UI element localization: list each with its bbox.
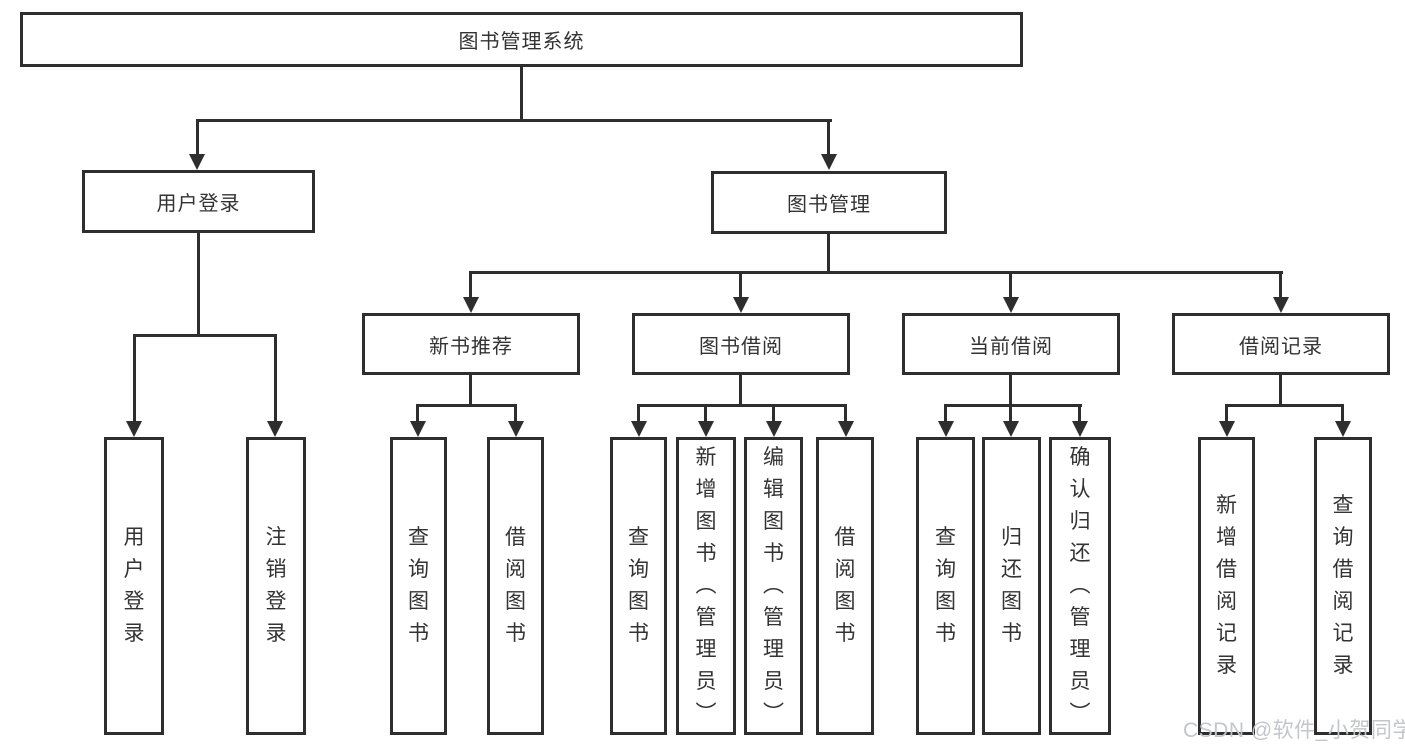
leaf-logout-label: 注 销 登 录 — [265, 526, 287, 645]
connector-drop-leaf — [274, 334, 277, 423]
connector-section-bar — [1225, 404, 1344, 407]
watermark: CSDN @软件_小贺同学 — [1183, 719, 1405, 742]
node-root-label: 图书管理系统 — [458, 31, 585, 53]
leaf-add-borrow-record: 新 增 借 阅 记 录 — [1198, 437, 1255, 735]
leaf-query-books-current: 查 询 图 书 — [916, 437, 975, 735]
leaf-logout: 注 销 登 录 — [246, 437, 306, 735]
connector-drop-user-login — [196, 119, 199, 156]
node-current-borrow-label: 当前借阅 — [969, 335, 1053, 358]
arrow-down-icon — [189, 154, 205, 170]
connector-drop-section — [1009, 271, 1012, 299]
connector-drop-book-management — [827, 119, 830, 156]
connector-book-management-bar — [469, 271, 1283, 274]
leaf-borrow-books-recommend: 借 阅 图 书 — [487, 437, 544, 735]
node-new-book-recommend: 新书推荐 — [362, 313, 580, 375]
leaf-query-books-recommend-label: 查 询 图 书 — [408, 526, 429, 645]
connector-drop-leaf — [1225, 404, 1228, 423]
connector-user-login-stem — [197, 233, 200, 336]
leaf-borrow-books-recommend-label: 借 阅 图 书 — [505, 526, 526, 645]
arrow-down-icon — [463, 297, 479, 313]
leaf-query-borrow-record-label: 查 询 借 阅 记 录 — [1332, 494, 1354, 677]
connector-drop-leaf — [772, 404, 775, 423]
connector-root-bar — [196, 119, 832, 122]
connector-drop-leaf — [844, 404, 847, 423]
node-borrow-record-label: 借阅记录 — [1239, 335, 1323, 358]
connector-user-login-bar — [133, 334, 277, 337]
leaf-query-books-current-label: 查 询 图 书 — [935, 526, 956, 645]
connector-section-stem — [739, 375, 742, 406]
arrow-down-icon — [1273, 297, 1289, 313]
leaf-edit-book-admin: 编 辑 图 书 ︵ 管 理 员 ︶ — [744, 437, 803, 735]
arrow-down-icon — [1219, 421, 1235, 437]
node-user-login: 用户登录 — [82, 170, 315, 233]
connector-drop-leaf — [1341, 404, 1344, 423]
leaf-return-book-label: 归 还 图 书 — [1001, 526, 1022, 645]
node-book-management: 图书管理 — [711, 171, 947, 234]
arrow-down-icon — [631, 421, 647, 437]
connector-drop-leaf — [704, 404, 707, 423]
leaf-query-books-recommend: 查 询 图 书 — [390, 437, 447, 735]
leaf-add-borrow-record-label: 新 增 借 阅 记 录 — [1216, 494, 1237, 677]
connector-drop-leaf — [1009, 404, 1012, 423]
node-book-borrow: 图书借阅 — [632, 313, 850, 375]
arrow-down-icon — [938, 421, 954, 437]
node-book-management-label: 图书管理 — [787, 194, 871, 216]
arrow-down-icon — [508, 421, 524, 437]
connector-section-stem — [1009, 375, 1012, 406]
connector-book-management-stem — [827, 234, 830, 273]
leaf-add-book-admin-label: 新 增 图 书 ︵ 管 理 员 ︶ — [695, 446, 717, 725]
leaf-borrow-books: 借 阅 图 书 — [816, 437, 874, 735]
connector-section-bar — [637, 404, 847, 407]
leaf-return-book: 归 还 图 书 — [982, 437, 1041, 735]
node-borrow-record: 借阅记录 — [1172, 313, 1390, 375]
connector-section-stem — [1279, 375, 1282, 406]
arrow-down-icon — [698, 421, 714, 437]
node-book-borrow-label: 图书借阅 — [699, 335, 783, 358]
connector-drop-section — [1279, 271, 1282, 299]
connector-drop-section — [739, 271, 742, 299]
leaf-add-book-admin: 新 增 图 书 ︵ 管 理 员 ︶ — [676, 437, 736, 735]
connector-drop-leaf — [133, 334, 136, 423]
connector-drop-leaf — [416, 404, 419, 423]
connector-section-bar — [416, 404, 517, 407]
arrow-down-icon — [766, 421, 782, 437]
connector-section-bar — [944, 404, 1082, 407]
leaf-user-login: 用 户 登 录 — [104, 437, 164, 735]
arrow-down-icon — [821, 154, 837, 170]
connector-drop-leaf — [944, 404, 947, 423]
leaf-query-books-borrow: 查 询 图 书 — [610, 437, 667, 735]
leaf-confirm-return-admin: 确 认 归 还 ︵ 管 理 员 ︶ — [1049, 437, 1111, 735]
arrow-down-icon — [1335, 421, 1351, 437]
leaf-confirm-return-admin-label: 确 认 归 还 ︵ 管 理 员 ︶ — [1069, 446, 1091, 725]
node-new-book-recommend-label: 新书推荐 — [429, 335, 513, 358]
arrow-down-icon — [126, 421, 142, 437]
connector-drop-leaf — [637, 404, 640, 423]
arrow-down-icon — [733, 297, 749, 313]
leaf-query-books-borrow-label: 查 询 图 书 — [628, 526, 649, 645]
arrow-down-icon — [1003, 421, 1019, 437]
arrow-down-icon — [838, 421, 854, 437]
leaf-query-borrow-record: 查 询 借 阅 记 录 — [1314, 437, 1372, 735]
node-current-borrow: 当前借阅 — [902, 313, 1120, 375]
leaf-user-login-label: 用 户 登 录 — [123, 526, 145, 645]
arrow-down-icon — [1003, 297, 1019, 313]
connector-root-stem — [520, 67, 523, 120]
arrow-down-icon — [267, 421, 283, 437]
arrow-down-icon — [1072, 421, 1088, 437]
node-root: 图书管理系统 — [20, 12, 1023, 67]
leaf-edit-book-admin-label: 编 辑 图 书 ︵ 管 理 员 ︶ — [763, 446, 784, 725]
connector-drop-leaf — [514, 404, 517, 423]
leaf-borrow-books-label: 借 阅 图 书 — [834, 526, 856, 645]
arrow-down-icon — [410, 421, 426, 437]
connector-section-stem — [469, 375, 472, 406]
connector-drop-section — [469, 271, 472, 299]
node-user-login-label: 用户登录 — [156, 193, 241, 215]
connector-drop-leaf — [1078, 404, 1081, 423]
